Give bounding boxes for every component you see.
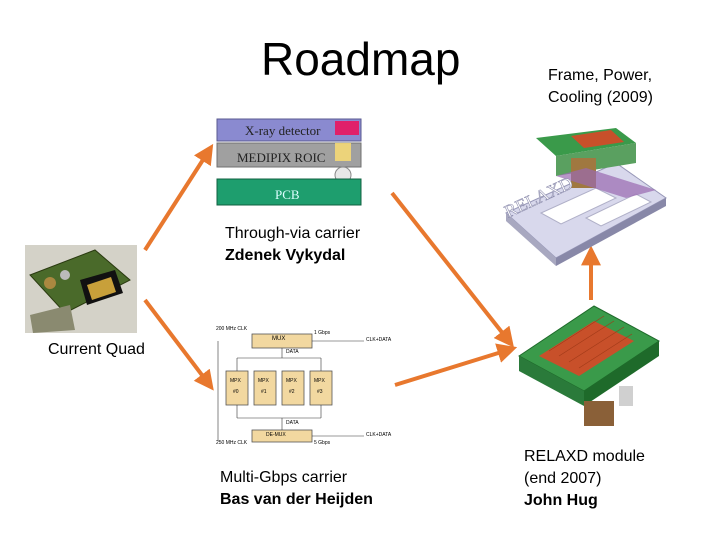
page-title: Roadmap (261, 33, 461, 85)
mpx-2-label: MPX (286, 378, 297, 384)
relaxd-module-image (514, 296, 664, 431)
frame-power-label-line2: Cooling (2009) (548, 89, 653, 106)
multi-gbps-author: Bas van der Heijden (220, 491, 373, 508)
arrow-quad-to-multi-gbps (143, 298, 214, 391)
mpx-0-sub: #0 (233, 389, 239, 395)
data-top-label: DATA (286, 349, 299, 355)
mpx-0-label: MPX (230, 378, 241, 384)
arrow-through-via-to-relaxd (390, 191, 514, 348)
mpx-1-label: MPX (258, 378, 269, 384)
mpx-3-sub: #3 (317, 389, 323, 395)
gbps-bottom-label: 5 Gbps (314, 440, 331, 446)
arrow-quad-to-through-via (143, 143, 214, 252)
arrow-multi-gbps-to-relaxd (394, 343, 518, 387)
multi-gbps-label: Multi-Gbps carrier (220, 469, 348, 486)
xray-detector-label: X-ray detector (245, 123, 321, 138)
frame-power-cooling-image: RELAXD (496, 118, 668, 270)
current-quad-label: Current Quad (48, 339, 145, 361)
mpx-2-sub: #2 (289, 389, 295, 395)
data-bottom-label: DATA (286, 420, 299, 426)
through-via-stack-image: X-ray detector MEDIPIX ROIC PCB (215, 117, 365, 207)
de-mux-label: DE-MUX (266, 432, 286, 438)
relaxd-label-line1: RELAXD module (524, 448, 645, 465)
relaxd-label-line2: (end 2007) (524, 470, 602, 487)
frame-power-label-line1: Frame, Power, (548, 67, 653, 84)
current-quad-photo (25, 245, 137, 333)
through-via-author: Zdenek Vykydal (225, 247, 346, 264)
mux-top-label: MUX (272, 336, 286, 342)
relaxd-author: John Hug (524, 492, 598, 509)
pcb-label: PCB (275, 187, 300, 202)
mpx-1-sub: #1 (261, 389, 267, 395)
clk-data-bottom-label: CLK+DATA (366, 432, 392, 438)
clk-top-label: 200 MHz CLK (216, 326, 248, 332)
through-via-label: Through-via carrier (225, 225, 361, 242)
multi-gbps-block-diagram: 200 MHz CLK 1 Gbps MUX CLK+DATA DATA MPX… (214, 326, 394, 448)
clk-bottom-label: 250 MHz CLK (216, 440, 248, 446)
mpx-3-label: MPX (314, 378, 325, 384)
gbps-top-label: 1 Gbps (314, 330, 331, 336)
clk-data-top-label: CLK+DATA (366, 337, 392, 343)
medipix-roic-label: MEDIPIX ROIC (237, 150, 326, 165)
